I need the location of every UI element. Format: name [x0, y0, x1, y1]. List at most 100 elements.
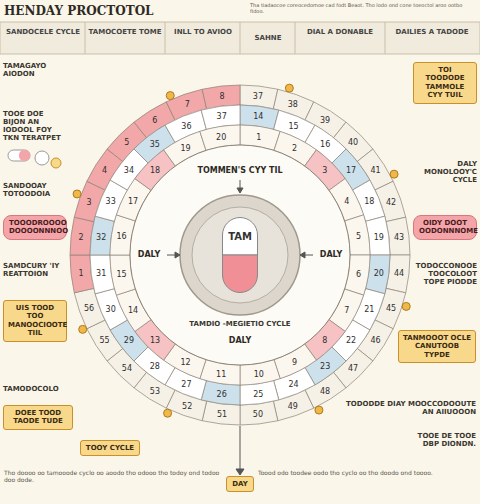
node-text: OIDY DOOT OODONNNOME	[419, 219, 471, 236]
label-text: SAHNE	[243, 34, 293, 42]
day-number: 19	[374, 232, 384, 241]
label-text: TODOCCONOOE TOOCOLOOT TOPE PIODDE	[413, 262, 477, 286]
ring-marker	[166, 92, 174, 100]
day-number: 53	[150, 386, 160, 395]
day-number: 6	[356, 269, 361, 278]
day-number: 8	[322, 335, 327, 344]
day-number: 18	[150, 166, 160, 175]
node-text: TAM	[222, 217, 258, 243]
day-number: 20	[216, 132, 226, 141]
day-number: 16	[320, 139, 330, 148]
header-band	[0, 22, 480, 54]
day-number: 3	[322, 166, 327, 175]
day-number: 21	[364, 304, 374, 313]
capsule-top	[223, 218, 258, 255]
day-number: 31	[96, 269, 106, 278]
label-text: DALY	[215, 336, 265, 345]
daily-arrows	[167, 180, 313, 475]
note-box: TOOY CYCLE	[80, 440, 140, 456]
day-number: 4	[344, 196, 349, 205]
label-text: DAILIES A TADODE	[388, 28, 476, 36]
day-number: 15	[289, 121, 299, 130]
capsule-pill: TAM	[222, 217, 258, 293]
inner-field	[130, 145, 350, 365]
day-number: 56	[84, 303, 94, 312]
ring-markers	[73, 84, 410, 417]
day-number: 7	[344, 305, 349, 314]
day-number: 45	[386, 303, 396, 312]
day-number: 28	[150, 362, 160, 371]
label-text: DALY MONOLOOY'C CYCLE	[413, 160, 477, 184]
day-number: 50	[253, 410, 263, 419]
ring-marker	[73, 190, 81, 198]
node-text: DOEE TOOD TAODE TUDE	[8, 409, 68, 426]
day-number: 3	[86, 198, 91, 207]
day-number: 7	[185, 100, 190, 109]
center-disc-inner	[192, 207, 288, 303]
header-dividers	[85, 22, 385, 54]
day-number: 9	[292, 357, 297, 366]
ring-marker	[164, 409, 172, 417]
day-number: 48	[320, 386, 330, 395]
day-number: 18	[364, 197, 374, 206]
capsule-bottom	[223, 255, 258, 292]
ring-marker	[79, 325, 87, 333]
ring-marker	[402, 302, 410, 310]
day-number: 23	[320, 362, 330, 371]
day-number: 35	[150, 139, 160, 148]
day-number: 10	[254, 369, 264, 378]
label-text: SANDOOAY TOTOODOIA	[3, 182, 67, 198]
day-number: 5	[356, 232, 361, 241]
pill-icons	[8, 150, 61, 168]
capsule-outline	[222, 217, 258, 293]
day-number: 1	[256, 132, 261, 141]
label-text: DALY	[133, 250, 165, 259]
day-number: 36	[181, 121, 191, 130]
label-text: TOMMEN'S CYY TIL	[180, 166, 300, 175]
fine-print: Tha tiadaocoe coreocedomoe cad fodt Beao…	[250, 3, 476, 15]
label-text: TOOE DE TOOE DBP DIONDN.	[400, 432, 476, 448]
day-number: 24	[289, 380, 299, 389]
day-number: 43	[394, 233, 404, 242]
day-number: 25	[253, 389, 263, 398]
day-number: 32	[96, 232, 106, 241]
label-text: TOOE DOE BIJON AN IODOOL FOY TKN TERATPE…	[3, 110, 67, 142]
day-number: 27	[181, 380, 191, 389]
center-disc	[180, 195, 300, 315]
node-text: TOOY CYCLE	[85, 444, 135, 452]
day-number: 51	[217, 410, 227, 419]
day-number: 15	[116, 269, 126, 278]
day-number: 22	[346, 336, 356, 345]
fine-print: Toood odo toodee oodo tho cyclo oo tho d…	[258, 470, 476, 477]
ring-marker	[315, 406, 323, 414]
note-box: TANMOOOT OCLE CANUTOOB TYPDE	[398, 330, 476, 363]
label-text: DIAL A DONABLE	[298, 28, 382, 36]
note-box: DOEE TOOD TAODE TUDE	[3, 405, 73, 430]
label-text: INLL TO AVIOO	[168, 28, 238, 36]
day-number: 34	[124, 165, 134, 174]
day-number: 52	[182, 402, 192, 411]
label-text: TAMAGAYO AIODON	[3, 62, 67, 78]
day-number: 11	[216, 369, 226, 378]
note-box: TOI TOODODE TAMMOLE CYY TUIL	[413, 62, 477, 104]
day-number: 1	[78, 268, 83, 277]
node-text: DAY	[231, 480, 249, 488]
label-text: DALY	[315, 250, 347, 259]
node-text: TOOODROOOO DOOOONNNOO	[9, 219, 61, 236]
node-text: TOI TOODODE TAMMOLE CYY TUIL	[418, 66, 472, 100]
day-number: 6	[152, 115, 157, 124]
note-box: DAY	[226, 476, 254, 492]
day-number: 17	[128, 196, 138, 205]
day-number: 29	[124, 336, 134, 345]
label-text: SAMDCURY 'IY REATTOION	[3, 262, 67, 278]
day-number: 17	[346, 165, 356, 174]
day-number: 30	[106, 304, 116, 313]
label-text: TAMDIO -MEGIETIO CYCLE	[175, 320, 305, 328]
fine-print: Tho doooo oo tamooode cyclo oo aoodo tho…	[4, 470, 222, 484]
day-number: 37	[253, 92, 263, 101]
day-number: 12	[180, 357, 190, 366]
day-number: 5	[124, 137, 129, 146]
day-number: 14	[253, 112, 263, 121]
day-number: 49	[288, 402, 298, 411]
day-number: 40	[348, 137, 358, 146]
